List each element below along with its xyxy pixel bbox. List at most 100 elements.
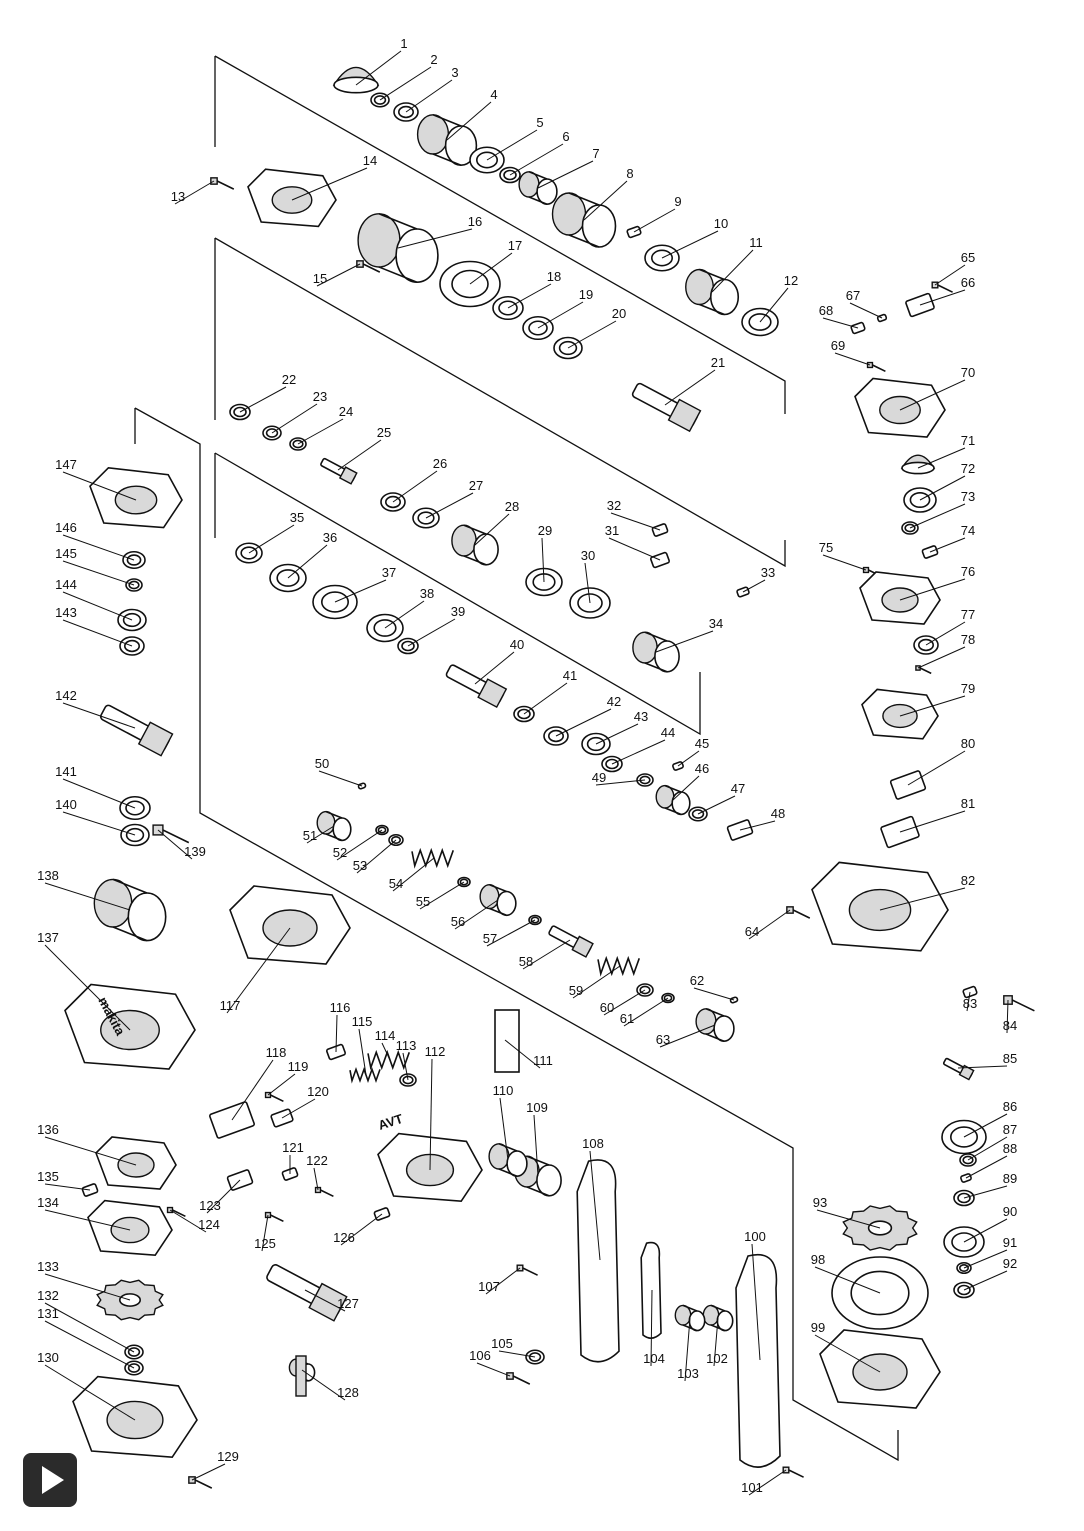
part-number-label: 82	[961, 873, 975, 888]
part-shaft	[942, 1057, 975, 1081]
play-icon	[23, 1453, 77, 1507]
leader-line	[334, 579, 387, 603]
leader-line	[157, 829, 193, 860]
leader-line	[62, 702, 136, 729]
part-number-label: 7	[592, 146, 599, 161]
part-ring	[528, 914, 542, 926]
leader-line	[419, 881, 465, 910]
part-number-label: 137	[37, 930, 59, 945]
part-housing	[72, 1375, 198, 1459]
part-number-label: 67	[846, 288, 860, 303]
part-number-label: 91	[1003, 1235, 1017, 1250]
part-number-label: 39	[451, 604, 465, 619]
leader-line	[239, 386, 287, 413]
part-number-label: 78	[961, 632, 975, 647]
leader-line	[304, 1289, 346, 1312]
leader-line	[337, 439, 382, 471]
part-number-label: 2	[430, 52, 437, 67]
part-labels: 1234567891011121314151617181920212223242…	[37, 36, 1017, 1495]
part-number-label: 138	[37, 868, 59, 883]
part-number-label: 103	[677, 1366, 699, 1381]
leader-line	[608, 537, 661, 561]
part-spring	[597, 955, 641, 977]
part-number-label: 126	[333, 1230, 355, 1245]
part-number-label: 116	[330, 1000, 351, 1015]
leader-line	[963, 1218, 1008, 1243]
part-rod	[295, 1355, 307, 1397]
part-number-label: 77	[961, 607, 975, 622]
part-number-label: 26	[433, 456, 447, 471]
part-number-label: 114	[375, 1028, 396, 1043]
leader-line	[486, 129, 538, 161]
part-cap	[900, 454, 936, 475]
part-number-label: 93	[813, 1195, 827, 1210]
part-number-label: 35	[290, 510, 304, 525]
part-number-label: 79	[961, 681, 975, 696]
leader-line	[446, 101, 492, 141]
part-number-label: 40	[510, 637, 524, 652]
play-button[interactable]	[22, 1452, 78, 1508]
part-housing	[87, 1199, 173, 1257]
part-small	[226, 1169, 254, 1191]
leader-line	[476, 1362, 511, 1377]
leader-line	[454, 899, 499, 930]
part-number-label: 13	[171, 189, 185, 204]
part-screw	[264, 1091, 284, 1103]
leader-line	[713, 1317, 719, 1367]
leader-line	[633, 208, 676, 233]
leader-line	[655, 630, 714, 653]
part-number-label: 54	[389, 876, 403, 891]
part-housing	[89, 466, 183, 529]
part-housing	[859, 571, 941, 625]
part-number-label: 32	[607, 498, 621, 513]
leader-line	[355, 50, 402, 86]
part-cyl	[632, 631, 680, 673]
part-number-label: 22	[282, 372, 296, 387]
leader-lines	[44, 50, 1009, 1496]
part-number-label: 110	[493, 1083, 514, 1098]
leader-line	[849, 302, 883, 319]
leader-line	[379, 66, 432, 101]
part-number-label: 14	[363, 153, 377, 168]
part-ring	[122, 550, 146, 570]
part-number-label: 123	[199, 1198, 221, 1213]
part-shaft	[320, 457, 358, 485]
part-number-label: 121	[282, 1140, 304, 1155]
part-number-label: 102	[706, 1351, 728, 1366]
leader-line	[899, 578, 966, 601]
leader-line	[664, 369, 716, 406]
leader-line	[313, 1167, 319, 1191]
part-number-label: 111	[533, 1053, 553, 1068]
part-shaft	[266, 1264, 348, 1322]
part-number-label: 20	[612, 306, 626, 321]
part-number-label: 28	[505, 499, 519, 514]
leader-line	[384, 600, 425, 629]
part-number-label: 84	[1003, 1018, 1017, 1033]
part-number-label: 106	[469, 1348, 491, 1363]
part-number-label: 139	[184, 844, 206, 859]
leader-line	[748, 909, 791, 940]
part-number-label: 48	[771, 806, 785, 821]
part-number-label: 69	[831, 338, 845, 353]
leader-line	[44, 882, 131, 911]
part-number-label: 146	[55, 520, 77, 535]
part-number-label: 51	[303, 828, 317, 843]
part-number-label: 70	[961, 365, 975, 380]
part-number-label: 37	[382, 565, 396, 580]
part-number-label: 59	[569, 983, 583, 998]
leader-line	[659, 1024, 716, 1048]
part-number-label: 18	[547, 269, 561, 284]
part-ring	[688, 806, 708, 822]
leader-line	[697, 795, 736, 815]
leader-line	[356, 839, 397, 874]
part-number-label: 31	[605, 523, 619, 538]
part-number-label: 52	[333, 845, 347, 860]
part-number-label: 65	[961, 250, 975, 265]
part-screw	[866, 361, 886, 373]
leader-line	[899, 379, 966, 411]
leader-line	[248, 524, 295, 554]
part-screw	[152, 824, 190, 844]
part-screw	[786, 906, 811, 919]
part-handle	[576, 1159, 620, 1363]
part-number-label: 89	[1003, 1171, 1017, 1186]
